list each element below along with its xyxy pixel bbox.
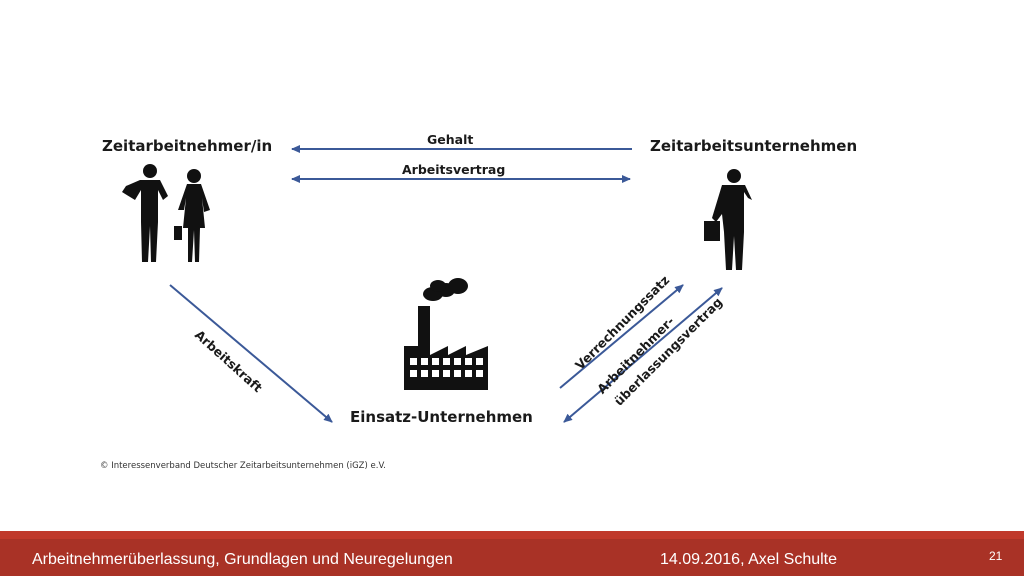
footer-accent-bar (0, 531, 1024, 539)
node-worker-label: Zeitarbeitnehmer/in (102, 137, 273, 155)
edge-employment-contract-label: Arbeitsvertrag (402, 162, 506, 177)
node-agency-label: Zeitarbeitsunternehmen (650, 137, 858, 155)
labor-arrow (169, 284, 333, 423)
footer: Arbeitnehmerüberlassung, Grundlagen und … (0, 539, 1024, 576)
page-number: 21 (989, 549, 1003, 563)
node-client-label: Einsatz-Unternehmen (350, 408, 533, 426)
worker-couple-icon (122, 164, 210, 262)
factory-icon (404, 278, 488, 390)
edge-salary-label: Gehalt (427, 132, 474, 147)
leasing-contract-arrow (563, 287, 723, 423)
footer-title: Arbeitnehmerüberlassung, Grundlagen und … (32, 551, 453, 568)
diagram-canvas (122, 145, 752, 423)
footer-date-author: 14.09.2016, Axel Schulte (660, 551, 838, 568)
agency-businessman-icon (704, 169, 752, 270)
copyright-note: © Interessenverband Deutscher Zeitarbeit… (100, 461, 386, 471)
